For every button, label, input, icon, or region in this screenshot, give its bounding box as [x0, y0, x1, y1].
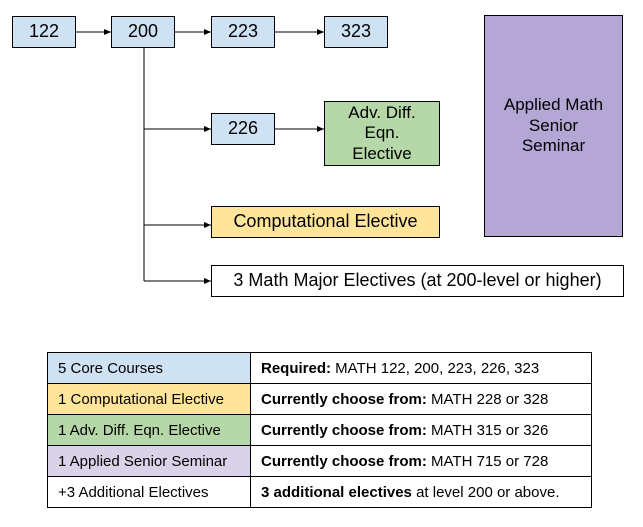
legend-row-computational: 1 Computational Elective Currently choos…: [47, 383, 592, 415]
legend-text: MATH 715 or 728: [426, 452, 549, 470]
legend-category: 5 Core Courses: [47, 352, 251, 384]
node-math-226: 226: [211, 113, 275, 145]
legend-description: Currently choose from: MATH 228 or 328: [250, 383, 592, 415]
node-math-major-electives: 3 Math Major Electives (at 200-level or …: [211, 265, 624, 297]
legend-row-additional: +3 Additional Electives 3 additional ele…: [47, 476, 592, 508]
adv-diff-line-3: Elective: [352, 143, 412, 163]
seminar-line-1: Applied Math: [503, 95, 604, 115]
node-math-323: 323: [324, 16, 388, 48]
node-adv-diff-eqn-elective: Adv. Diff. Eqn. Elective: [324, 101, 440, 166]
legend-bold-label: Currently choose from:: [261, 452, 427, 470]
legend-text: MATH 228 or 328: [426, 390, 549, 408]
node-math-200: 200: [111, 16, 175, 48]
legend-description: Currently choose from: MATH 715 or 728: [250, 445, 592, 477]
legend-text: MATH 122, 200, 223, 226, 323: [331, 359, 540, 377]
adv-diff-line-1: Adv. Diff.: [348, 102, 416, 122]
seminar-line-3: Seminar: [521, 136, 586, 156]
seminar-line-2: Senior: [528, 115, 579, 135]
legend-description: Currently choose from: MATH 315 or 326: [250, 414, 592, 446]
legend-bold-label: 3 additional electives: [261, 483, 412, 501]
legend-bold-label: Currently choose from:: [261, 390, 427, 408]
legend-description: 3 additional electives at level 200 or a…: [250, 476, 592, 508]
legend-text: MATH 315 or 326: [426, 421, 549, 439]
legend-bold-label: Required:: [261, 359, 332, 377]
legend-row-adv-diff: 1 Adv. Diff. Eqn. Elective Currently cho…: [47, 414, 592, 446]
legend-category: 1 Adv. Diff. Eqn. Elective: [47, 414, 251, 446]
legend-category: 1 Computational Elective: [47, 383, 251, 415]
legend-row-seminar: 1 Applied Senior Seminar Currently choos…: [47, 445, 592, 477]
node-math-122: 122: [12, 16, 76, 48]
legend-row-core: 5 Core Courses Required: MATH 122, 200, …: [47, 352, 592, 384]
legend-category: 1 Applied Senior Seminar: [47, 445, 251, 477]
legend-description: Required: MATH 122, 200, 223, 226, 323: [250, 352, 592, 384]
legend-category: +3 Additional Electives: [47, 476, 251, 508]
adv-diff-line-2: Eqn.: [364, 123, 400, 143]
legend-table: 5 Core Courses Required: MATH 122, 200, …: [47, 352, 592, 508]
legend-text: at level 200 or above.: [411, 483, 560, 501]
legend-bold-label: Currently choose from:: [261, 421, 427, 439]
node-computational-elective: Computational Elective: [211, 206, 440, 238]
node-applied-senior-seminar: Applied Math Senior Seminar: [484, 15, 623, 237]
node-math-223: 223: [211, 16, 275, 48]
